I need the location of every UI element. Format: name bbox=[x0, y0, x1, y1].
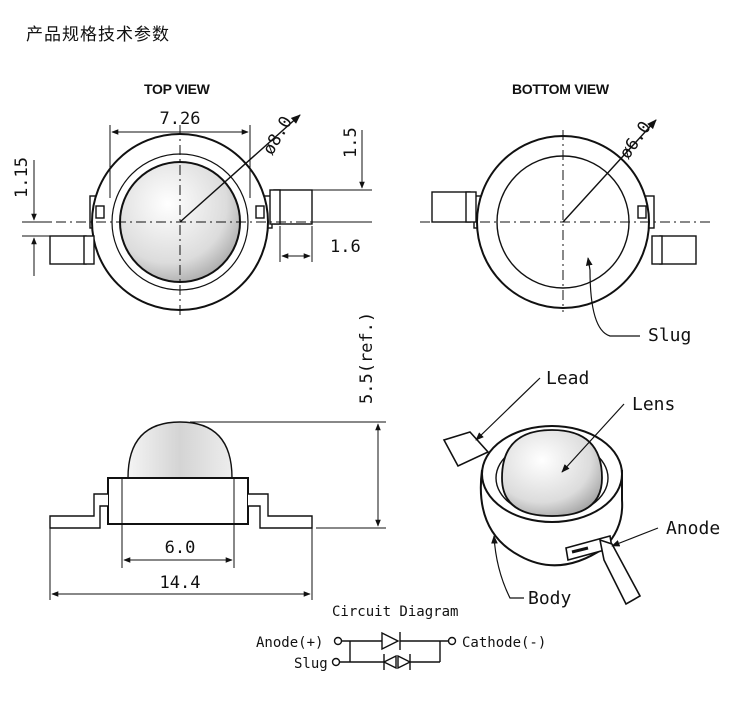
page-title: 产品规格技术参数 bbox=[26, 25, 170, 45]
dim-width-top: 7.26 bbox=[160, 109, 201, 129]
label-slug: Slug bbox=[648, 325, 691, 346]
dim-lens-diameter: ø8.0 bbox=[259, 113, 297, 158]
dim-bottom-diameter: ø6.0 bbox=[616, 118, 656, 163]
bottom-view-drawing bbox=[420, 119, 712, 337]
top-view-drawing bbox=[22, 114, 372, 318]
circuit-cathode-label: Cathode(-) bbox=[462, 635, 546, 651]
dim-offset-right: 1.5 bbox=[341, 127, 361, 158]
label-lead: Lead bbox=[546, 368, 589, 389]
circuit-diagram bbox=[331, 631, 457, 670]
dim-total-length: 14.4 bbox=[160, 573, 201, 593]
dim-lead-width: 1.6 bbox=[330, 237, 361, 257]
dim-offset-left: 1.15 bbox=[12, 157, 32, 198]
circuit-anode-label: Anode(+) bbox=[256, 635, 323, 651]
isometric-drawing bbox=[442, 377, 659, 606]
top-view-title: TOP VIEW bbox=[144, 81, 210, 97]
label-body: Body bbox=[528, 588, 572, 609]
side-view-drawing bbox=[49, 421, 386, 600]
label-lens: Lens bbox=[632, 394, 675, 415]
dim-body-base: 6.0 bbox=[165, 538, 196, 558]
circuit-title: Circuit Diagram bbox=[332, 604, 458, 620]
bottom-view-title: BOTTOM VIEW bbox=[512, 81, 609, 97]
circuit-slug-label: Slug bbox=[294, 656, 328, 672]
label-anode: Anode bbox=[666, 518, 720, 539]
dim-height: 5.5(ref.) bbox=[357, 312, 377, 404]
